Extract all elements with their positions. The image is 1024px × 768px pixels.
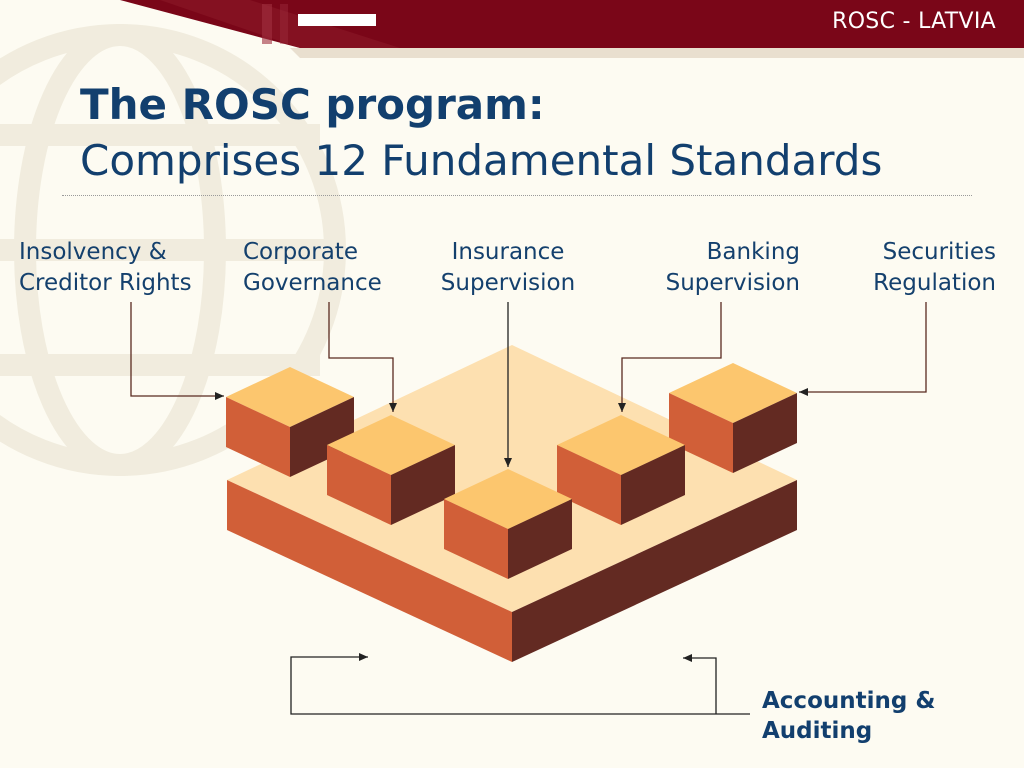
arrow-banking [618,302,722,412]
label-insolvency: Insolvency & Creditor Rights [19,237,192,299]
label-insolvency-line2: Creditor Rights [19,270,192,296]
cube-insurance [444,469,572,579]
label-governance: Corporate Governance [243,237,382,299]
flag-stripe [298,14,376,26]
label-accounting-line1: Accounting & [762,688,936,714]
arrow-accounting-left [290,653,750,715]
label-banking-line1: Banking [706,239,800,265]
globe-watermark [0,24,346,476]
arrow-securities [799,302,927,396]
label-governance-line2: Governance [243,270,382,296]
label-banking: Banking Supervision [666,237,800,299]
page-subtitle: Comprises 12 Fundamental Standards [80,136,883,185]
label-governance-line1: Corporate [243,239,358,265]
label-securities-line1: Securities [882,239,996,265]
page-title: The ROSC program: [80,80,545,129]
label-insurance: Insurance Supervision [428,237,588,299]
label-accounting-line2: Auditing [762,718,873,744]
cube-governance [327,415,455,525]
title-divider [62,195,972,196]
label-securities-line2: Regulation [873,270,996,296]
cube-insolvency [226,367,354,477]
header-title: ROSC - LATVIA [832,9,996,34]
label-securities: Securities Regulation [873,237,996,299]
label-insurance-line1: Insurance [451,239,565,265]
cube-banking [557,415,685,525]
label-insolvency-line1: Insolvency & [19,239,167,265]
label-banking-line2: Supervision [665,270,800,296]
cube-securities [669,363,797,473]
arrow-governance [328,302,397,412]
header-band [120,0,1024,58]
arrow-insolvency [130,302,224,400]
label-insurance-line2: Supervision [440,270,576,296]
arrow-accounting-right [683,654,717,714]
label-accounting: Accounting & Auditing [762,686,935,746]
